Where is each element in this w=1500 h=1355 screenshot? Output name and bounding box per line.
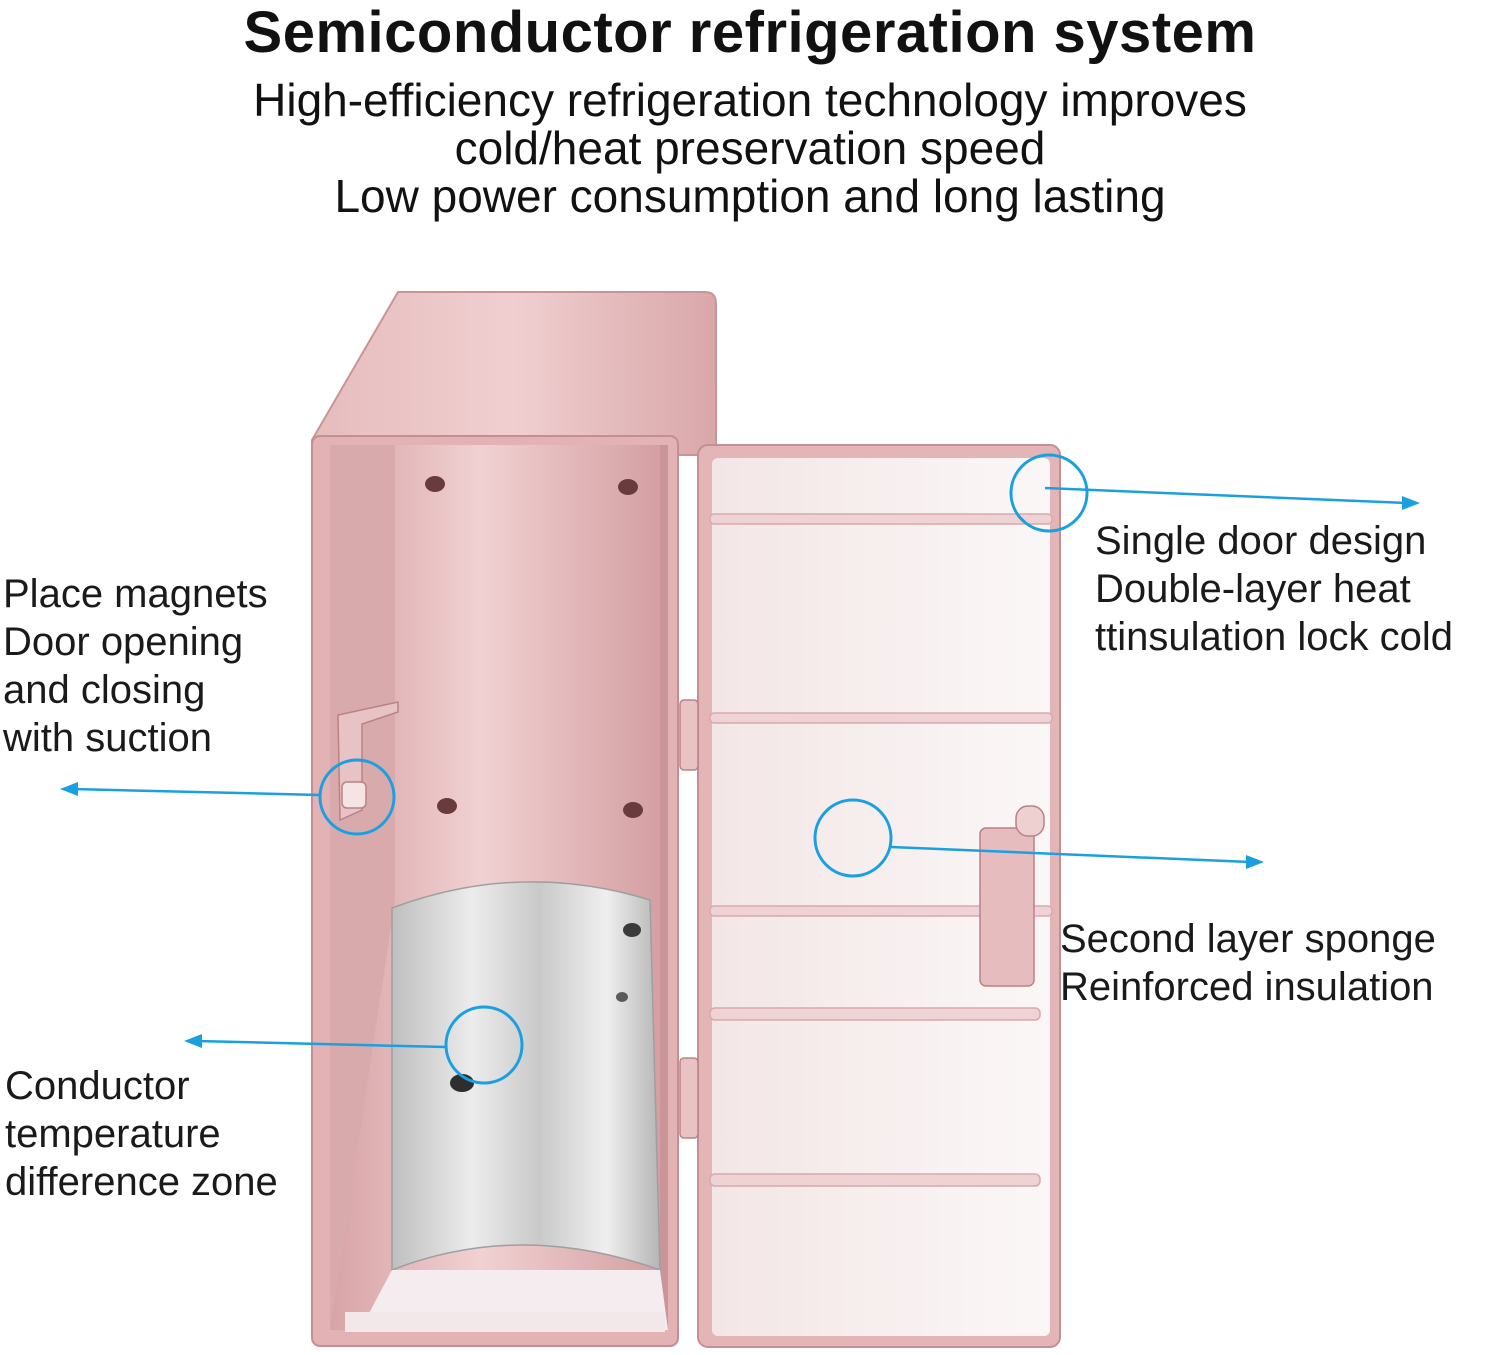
callout-sponge-line-2: Reinforced insulation xyxy=(1060,965,1434,1009)
callout-magnets-line-4: with suction xyxy=(3,716,212,760)
subtitle: High-efficiency refrigeration technology… xyxy=(0,76,1500,220)
callout-door-line-2: Double-layer heat xyxy=(1095,567,1411,611)
subtitle-line-3: Low power consumption and long lasting xyxy=(334,170,1166,222)
callout-sponge-pointer xyxy=(813,798,1264,878)
callout-magnets-label: Place magnets Door opening and closing w… xyxy=(3,570,268,762)
fridge-cabinet xyxy=(311,291,717,1347)
callout-magnets-line-3: and closing xyxy=(3,668,206,712)
callout-sponge-line-1: Second layer sponge xyxy=(1060,917,1436,961)
callout-door-line-1: Single door design xyxy=(1095,519,1427,563)
callout-door-pointer xyxy=(1009,453,1420,533)
subtitle-line-1: High-efficiency refrigeration technology… xyxy=(253,74,1247,126)
callout-magnets-line-1: Place magnets xyxy=(3,572,268,616)
callout-conductor-line-2: temperature xyxy=(5,1112,221,1156)
callout-conductor-label: Conductor temperature difference zone xyxy=(5,1062,278,1206)
subtitle-line-2: cold/heat preservation speed xyxy=(454,122,1046,174)
callout-conductor-line-1: Conductor xyxy=(5,1064,190,1108)
callout-conductor-pointer xyxy=(184,1005,524,1085)
callout-magnets-line-2: Door opening xyxy=(3,620,244,664)
callout-conductor-line-3: difference zone xyxy=(5,1160,278,1204)
callout-door-line-3: ttinsulation lock cold xyxy=(1095,615,1453,659)
page-title: Semiconductor refrigeration system xyxy=(243,0,1257,65)
fridge-door xyxy=(679,444,1061,1348)
callout-door-label: Single door design Double-layer heat tti… xyxy=(1095,517,1453,661)
callout-sponge-label: Second layer sponge Reinforced insulatio… xyxy=(1060,915,1436,1011)
callout-magnets-pointer xyxy=(60,758,396,836)
